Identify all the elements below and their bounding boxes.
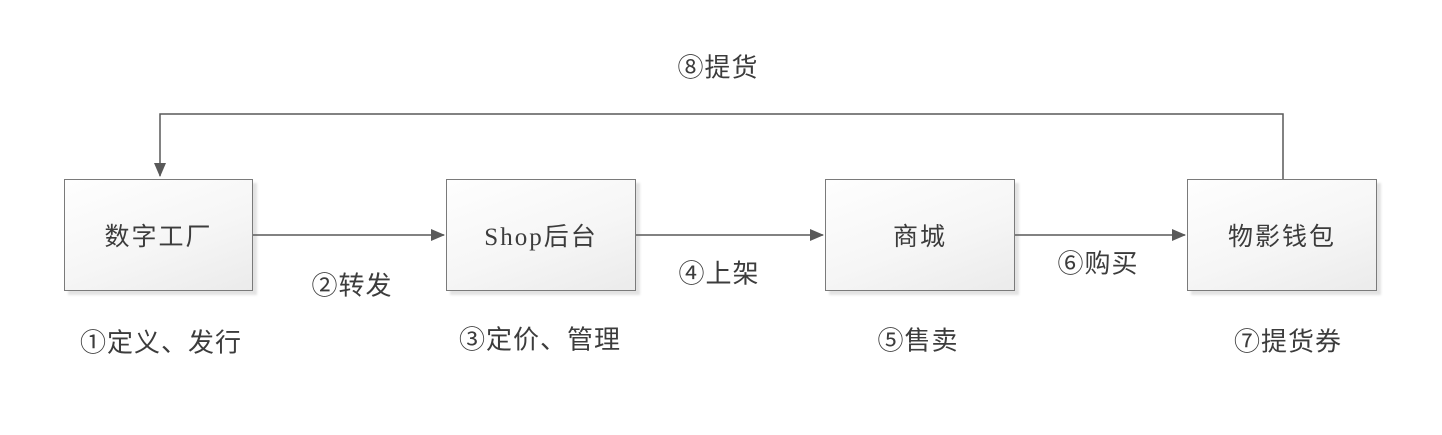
edge-label-purchase: ⑥购买 bbox=[1057, 249, 1139, 279]
caption-wallet: ⑦提货券 bbox=[1233, 327, 1343, 357]
node-wallet: 物影钱包 bbox=[1187, 179, 1377, 291]
caption-digital-factory: ①定义、发行 bbox=[79, 328, 243, 358]
edge-label-forward: ②转发 bbox=[311, 271, 393, 301]
node-shop-backend: Shop后台 bbox=[446, 179, 636, 291]
node-shop-backend-label: Shop后台 bbox=[484, 224, 598, 251]
arrow-pickup-icon bbox=[154, 113, 1284, 179]
edge-label-list: ④上架 bbox=[678, 259, 760, 289]
node-digital-factory: 数字工厂 bbox=[64, 179, 253, 291]
caption-shop-backend: ③定价、管理 bbox=[458, 325, 622, 355]
node-mall-label: 商城 bbox=[892, 224, 947, 251]
node-mall: 商城 bbox=[825, 179, 1015, 291]
node-digital-factory-label: 数字工厂 bbox=[104, 224, 213, 251]
caption-mall: ⑤售卖 bbox=[877, 326, 959, 356]
node-wallet-label: 物影钱包 bbox=[1227, 224, 1336, 251]
edge-label-pickup: ⑧提货 bbox=[677, 53, 759, 83]
